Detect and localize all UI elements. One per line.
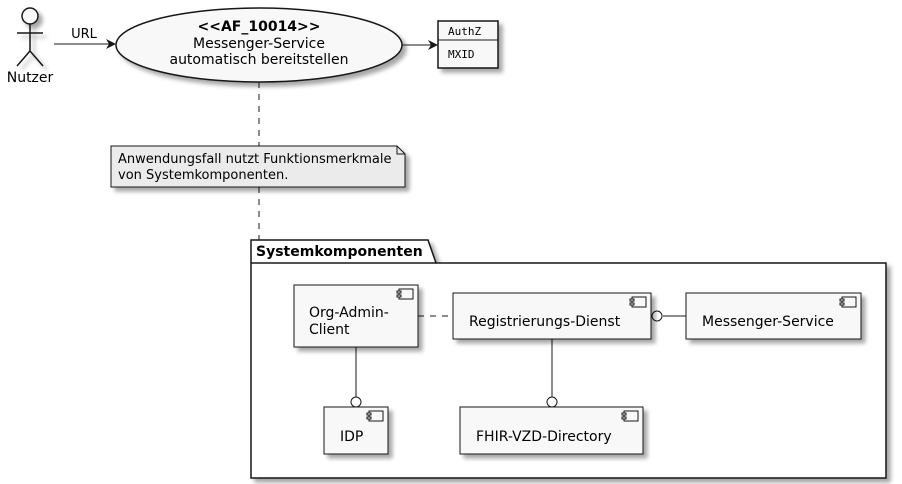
edge-label-url: URL	[71, 27, 98, 42]
idp-interface-circle	[350, 396, 362, 408]
actor-leg-left	[16, 50, 31, 67]
component-messenger-service: Messenger-Service	[685, 292, 862, 340]
messenger-interface-circle	[651, 310, 663, 322]
package-title: Systemkomponenten	[256, 244, 423, 260]
usecase-stereotype: <<AF_10014>>	[197, 19, 320, 35]
component-org-admin-client: Org-Admin- Client	[293, 284, 419, 348]
messenger-label: Messenger-Service	[702, 314, 834, 330]
org-admin-label-line1: Org-Admin-	[309, 305, 389, 321]
component-icon	[621, 410, 639, 422]
component-idp: IDP	[323, 406, 389, 455]
component-icon	[396, 288, 414, 300]
actor-nutzer	[16, 7, 44, 67]
note-line1: Anwendungsfall nutzt Funktionsmerkmale	[118, 152, 392, 167]
component-icon	[366, 410, 384, 422]
actor-leg-right	[29, 50, 44, 67]
usecase-title-line1: Messenger-Service	[193, 36, 325, 52]
idp-label: IDP	[340, 429, 363, 445]
authz-mxid-box: AuthZ MXID	[437, 20, 499, 69]
usecase-title-line2: automatisch bereitstellen	[169, 52, 348, 68]
mxid-label: MXID	[448, 48, 475, 61]
actor-label: Nutzer	[7, 70, 54, 86]
note-line2: von Systemkomponenten.	[118, 168, 288, 183]
component-fhir-vzd-directory: FHIR-VZD-Directory	[459, 406, 644, 455]
org-admin-label-line2: Client	[309, 322, 350, 338]
note: Anwendungsfall nutzt Funktionsmerkmale v…	[110, 145, 406, 188]
authz-label: AuthZ	[448, 25, 481, 38]
fhir-interface-circle	[546, 396, 558, 408]
component-icon	[629, 296, 647, 308]
fhir-label: FHIR-VZD-Directory	[476, 429, 612, 445]
component-registrierungs-dienst: Registrierungs-Dienst	[452, 292, 652, 340]
registrierung-label: Registrierungs-Dienst	[469, 314, 621, 330]
component-icon	[839, 296, 857, 308]
actor-head	[21, 7, 39, 25]
